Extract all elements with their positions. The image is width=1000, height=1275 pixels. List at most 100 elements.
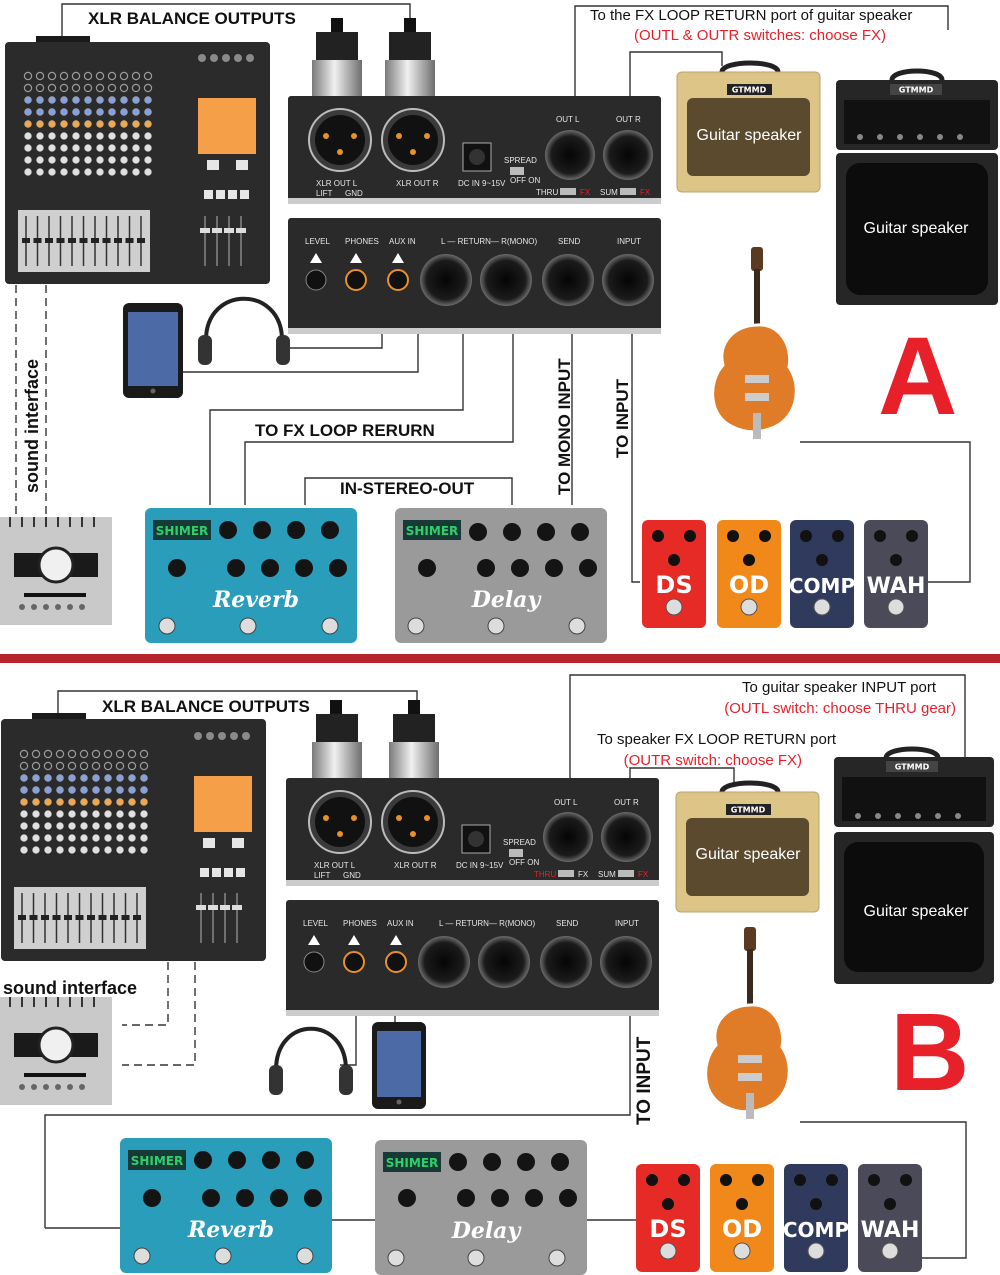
electric-guitar-icon: [711, 247, 798, 439]
fx-label-b: FX: [578, 870, 589, 879]
amp-brand-stack-b: GTMMD: [895, 763, 930, 772]
pedal-comp-a: COMP: [789, 520, 855, 628]
send-label-b: SEND: [556, 919, 578, 928]
spread-label-b: SPREAD: [503, 838, 536, 847]
level-label-b: LEVEL: [303, 919, 328, 928]
xlr-connector-icon-b: [312, 700, 439, 780]
pedal-wah-label: WAH: [867, 574, 926, 599]
mixer-console-icon-b: [1, 713, 266, 961]
xlr-out-r-label-b: XLR OUT R: [394, 861, 437, 870]
aux-in-label-b: AUX IN: [387, 919, 414, 928]
section-b: XLR OUT L LIFT GND XLR OUT R DC IN 9~15V…: [0, 674, 994, 1275]
fx-label-r-b: FX: [638, 870, 649, 879]
pedal-wah-label-b: WAH: [861, 1218, 920, 1243]
pedal-ds-label: DS: [655, 571, 692, 599]
out-r-label-b: OUT R: [614, 798, 639, 807]
input-note-b: To guitar speaker INPUT port: [742, 679, 937, 696]
delay-brand-b: SHIMER: [386, 1156, 439, 1170]
send-label: SEND: [558, 237, 580, 246]
phones-label: PHONES: [345, 237, 379, 246]
gnd-label-b: GND: [343, 871, 361, 880]
sound-interface-label-b: sound interface: [3, 978, 137, 998]
return-label: L — RETURN— R(MONO): [441, 237, 537, 246]
sum-label-b: SUM: [598, 870, 616, 879]
input-label: INPUT: [617, 237, 641, 246]
spread-label: SPREAD: [504, 156, 537, 165]
audio-interface-icon-b: [0, 997, 112, 1105]
in-stereo-out-label: IN-STEREO-OUT: [340, 479, 475, 498]
input-label-b: INPUT: [615, 919, 639, 928]
out-r-label: OUT R: [616, 115, 641, 124]
pedal-od-a: OD: [717, 520, 781, 628]
pedal-od-b: OD: [710, 1164, 774, 1272]
delay-label-b: Delay: [451, 1218, 523, 1244]
lift-label-b: LIFT: [314, 871, 331, 880]
thru-label-b: THRU: [534, 870, 556, 879]
fx-return-switch-a: (OUTL & OUTR switches: choose FX): [634, 27, 886, 44]
pedal-wah-b: WAH: [858, 1164, 922, 1272]
speaker-label-combo-b: Guitar speaker: [696, 846, 802, 863]
reverb-brand-b: SHIMER: [131, 1154, 184, 1168]
section-divider: [0, 654, 1000, 663]
amp-brand: GTMMD: [732, 86, 767, 95]
pedal-wah-a: WAH: [864, 520, 928, 628]
guitar-amp-combo-icon: GTMMD Guitar speaker: [676, 60, 821, 193]
pedal-ds-b: DS: [636, 1164, 700, 1272]
fx-label-r: FX: [640, 188, 651, 197]
output-unit-bottom-a: LEVEL PHONES AUX IN L — RETURN— R(MONO) …: [288, 218, 661, 334]
reverb-label-b: Reverb: [187, 1217, 274, 1243]
reverb-pedal-b: SHIMER Reverb: [120, 1138, 332, 1273]
guitar-amp-stack-icon: GTMMD Guitar speaker: [836, 68, 998, 305]
input-switch-b: (OUTL switch: choose THRU gear): [724, 700, 956, 717]
output-unit-top-a: XLR OUT L LIFT GND XLR OUT R DC IN 9~15V…: [288, 96, 661, 204]
out-l-label-b: OUT L: [554, 798, 578, 807]
pedal-comp-label-b: COMP: [783, 1218, 849, 1242]
xlr-out-l-label-b: XLR OUT L: [314, 861, 356, 870]
amp-brand-combo-b: GTMMD: [731, 806, 766, 815]
phones-label-b: PHONES: [343, 919, 377, 928]
reverb-brand: SHIMER: [156, 524, 209, 538]
sum-label: SUM: [600, 188, 618, 197]
audio-interface-icon: [0, 517, 112, 625]
xlr-outputs-label-a: XLR BALANCE OUTPUTS: [88, 9, 296, 28]
off-on-label: OFF ON: [510, 176, 540, 185]
speaker-label-stack-a: Guitar speaker: [864, 220, 970, 237]
delay-pedal-b: SHIMER Delay: [375, 1140, 587, 1275]
to-input-label-b: TO INPUT: [634, 1036, 655, 1125]
headphones-icon: [198, 296, 290, 365]
pedal-od-label-b: OD: [722, 1215, 762, 1243]
guitar-amp-stack-icon-b: GTMMD Guitar speaker: [834, 746, 994, 984]
reverb-pedal-a: SHIMER Reverb: [145, 508, 357, 643]
headphones-icon-b: [269, 1026, 353, 1095]
dc-in-label-b: DC IN 9~15V: [456, 861, 504, 870]
to-fx-loop-label: TO FX LOOP RERURN: [255, 421, 435, 440]
tablet-icon: [123, 303, 183, 398]
section-a-letter: A: [878, 315, 957, 438]
xlr-outputs-label-b: XLR BALANCE OUTPUTS: [102, 697, 310, 716]
aux-in-label: AUX IN: [389, 237, 416, 246]
to-input-label-a: TO INPUT: [613, 378, 632, 458]
delay-brand: SHIMER: [406, 524, 459, 538]
xlr-connector-icon: [312, 18, 435, 98]
sound-interface-label-a: sound interface: [22, 359, 42, 493]
out-l-label: OUT L: [556, 115, 580, 124]
fx-note-b: To speaker FX LOOP RETURN port: [597, 731, 837, 748]
pedal-od-label: OD: [729, 571, 769, 599]
amp-brand-stack: GTMMD: [899, 86, 934, 95]
gnd-label: GND: [345, 189, 363, 198]
dc-in-label: DC IN 9~15V: [458, 179, 506, 188]
pedal-ds-a: DS: [642, 520, 706, 628]
pedal-comp-label: COMP: [789, 574, 855, 598]
section-b-letter: B: [890, 991, 969, 1114]
mixer-console-icon: [5, 36, 270, 284]
delay-label: Delay: [471, 587, 543, 613]
guitar-amp-combo-icon-b: GTMMD Guitar speaker: [675, 780, 820, 913]
lift-label: LIFT: [316, 189, 333, 198]
fx-label: FX: [580, 188, 591, 197]
speaker-label-stack-b: Guitar speaker: [864, 903, 970, 920]
tablet-icon-b: [372, 1022, 426, 1109]
pedal-ds-label-b: DS: [649, 1215, 686, 1243]
output-unit-bottom-b: LEVEL PHONES AUX IN L — RETURN— R(MONO) …: [286, 900, 659, 1016]
reverb-label: Reverb: [212, 587, 299, 613]
